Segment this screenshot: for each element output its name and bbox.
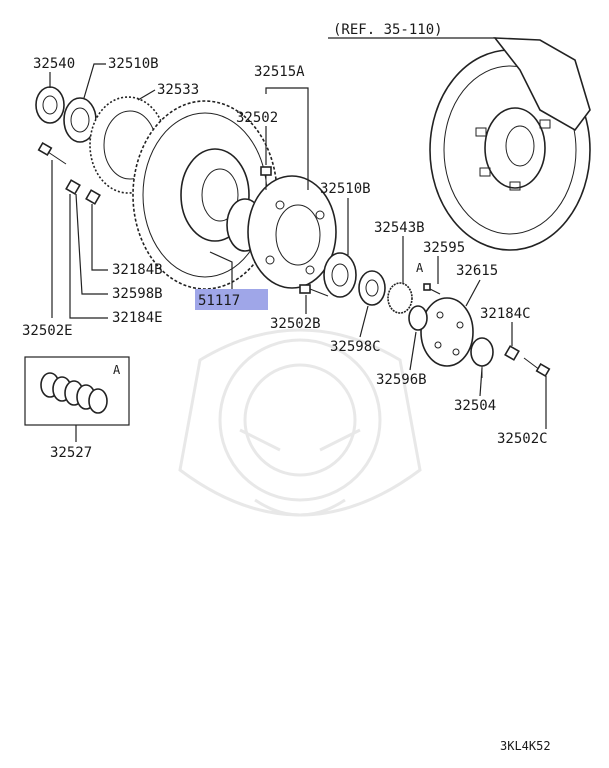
part-label-32184E: 32184E	[112, 310, 163, 326]
nut-32184C	[504, 345, 520, 361]
part-label-32510B-mid: 32510B	[320, 181, 371, 197]
part-label-32543B: 32543B	[374, 220, 425, 236]
washer-32598C	[358, 270, 386, 306]
inset-box-32527	[24, 356, 130, 426]
part-label-32533: 32533	[157, 82, 199, 98]
part-label-32510B-top: 32510B	[108, 56, 159, 72]
brake-assembly-reference-drawing	[429, 37, 591, 251]
part-label-32615: 32615	[456, 263, 498, 279]
part-label-32502E: 32502E	[22, 323, 73, 339]
part-label-32515A: 32515A	[254, 64, 305, 80]
part-label-32502: 32502	[236, 110, 278, 126]
inset-marker-a: A	[113, 363, 121, 377]
seal-32540	[35, 86, 65, 124]
bolt-32502C	[523, 357, 551, 378]
part-label-32184C: 32184C	[480, 306, 531, 322]
bearing-32510B-inner	[323, 252, 357, 298]
hub-marker-a: A	[416, 261, 424, 275]
hub-32515A	[226, 175, 337, 289]
lock-ring-32543B	[387, 282, 413, 314]
bolt-32502B	[299, 284, 329, 297]
hub-cover-32615	[420, 297, 474, 367]
screw-32595	[423, 283, 441, 295]
part-label-32502B: 32502B	[270, 316, 321, 332]
nut-washer-stack-left	[65, 179, 101, 205]
part-label-32540: 32540	[33, 56, 75, 72]
part-label-32596B: 32596B	[376, 372, 427, 388]
part-label-32184B: 32184B	[112, 262, 163, 278]
part-label-32595: 32595	[423, 240, 465, 256]
part-label-51117: 51117	[198, 293, 240, 309]
bolt-32502E	[37, 141, 67, 165]
diagram-code: 3KL4K52	[500, 739, 551, 753]
part-label-32598B: 32598B	[112, 286, 163, 302]
watermark-emblem	[178, 328, 422, 517]
bolt-32502	[260, 166, 272, 190]
part-label-32504: 32504	[454, 398, 496, 414]
ring-32596B	[408, 305, 428, 331]
reference-label: (REF. 35-110)	[333, 22, 443, 38]
highlight-box-51117	[195, 289, 268, 310]
part-label-32527: 32527	[50, 445, 92, 461]
part-label-32502C: 32502C	[497, 431, 548, 447]
part-label-32598C: 32598C	[330, 339, 381, 355]
